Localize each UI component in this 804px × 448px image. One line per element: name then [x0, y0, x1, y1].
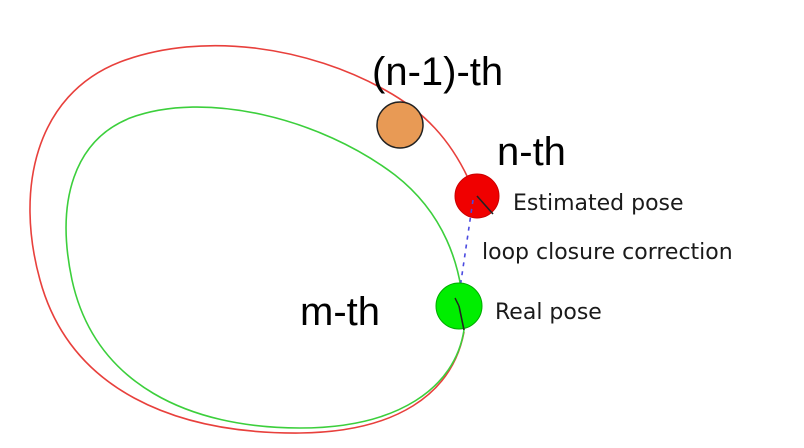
prev-pose-label: (n-1)-th	[372, 50, 503, 94]
m-pose-label: m-th	[300, 290, 380, 334]
real-pose-heading	[458, 305, 465, 331]
estimated-trajectory	[29, 44, 480, 434]
correction-label: loop closure correction	[482, 240, 733, 265]
prev-pose-marker	[376, 101, 424, 149]
correction-line	[458, 199, 474, 296]
estimated-pose-heading	[476, 195, 494, 215]
real-pose-tick	[454, 297, 460, 307]
n-pose-label: n-th	[497, 130, 566, 174]
real-trajectory	[65, 106, 465, 429]
estimated-pose-label: Estimated pose	[513, 191, 684, 216]
real-pose-label: Real pose	[495, 300, 602, 325]
